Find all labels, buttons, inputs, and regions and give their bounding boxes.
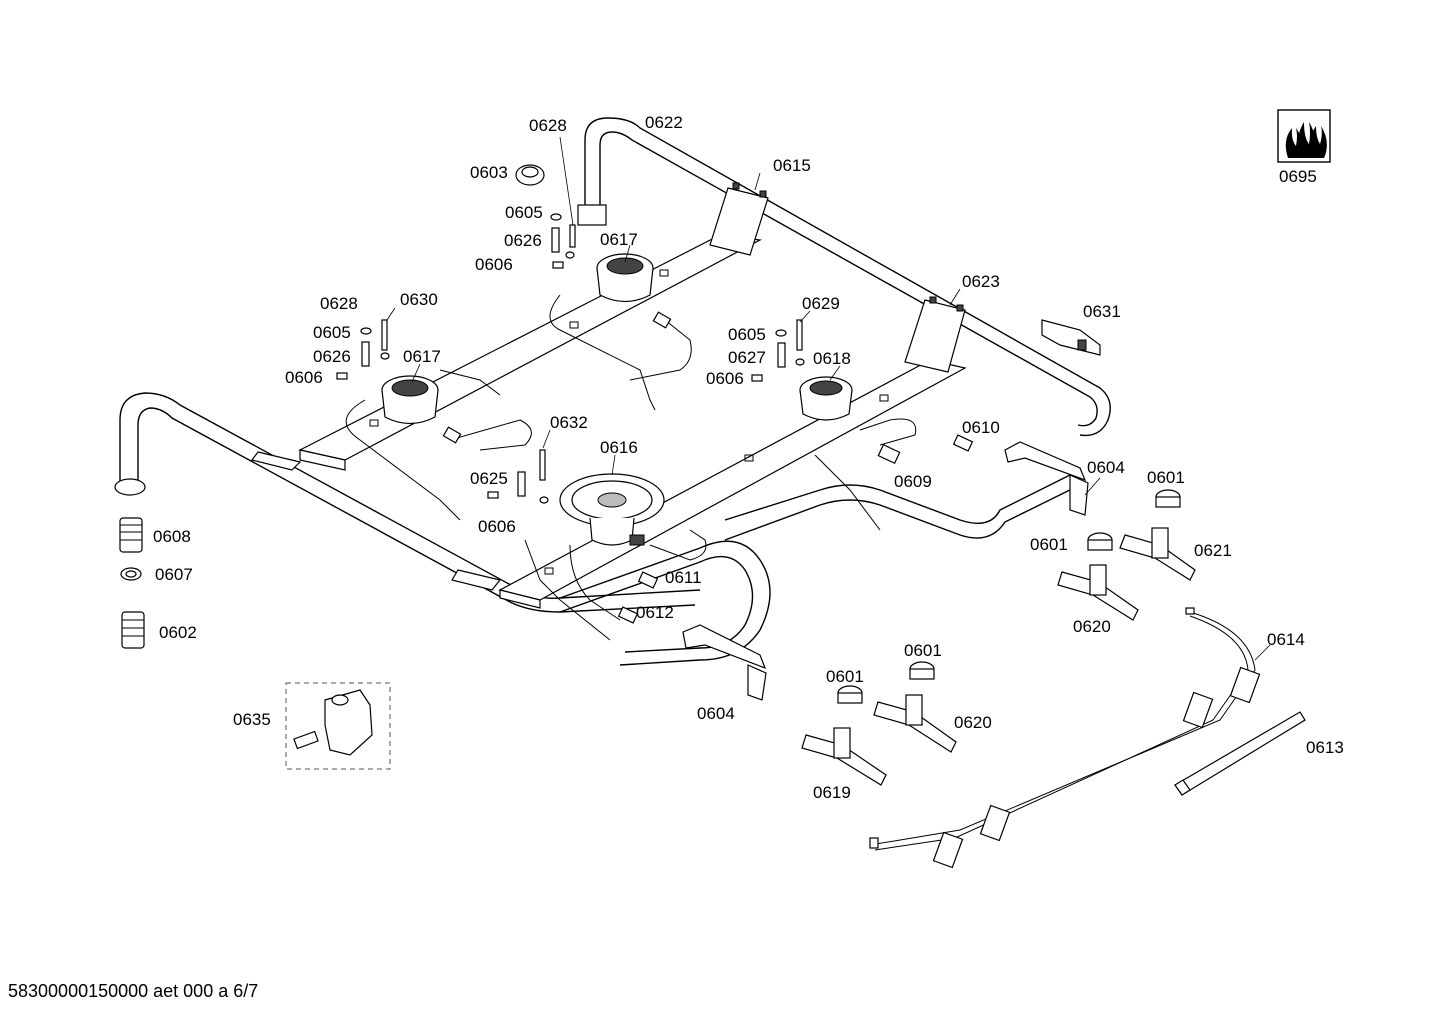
gas-tap-0620-left	[873, 694, 957, 753]
label-0632: 0632	[550, 413, 588, 432]
part-labels: 0628 0622 0603 0615 0605 0626 0617 0606 …	[153, 113, 1344, 802]
label-0629: 0629	[802, 294, 840, 313]
label-0608: 0608	[153, 527, 191, 546]
thermocouple-wires	[345, 294, 917, 641]
burner-0616-wok	[559, 473, 665, 546]
bracket-0631	[1041, 319, 1101, 356]
mounting-bracket-0604-right	[1004, 441, 1089, 516]
label-0609: 0609	[894, 472, 932, 491]
label-0605: 0605	[313, 323, 351, 342]
gas-flames-icon	[1277, 109, 1331, 163]
label-0601: 0601	[1030, 535, 1068, 554]
ignition-harness-0614	[869, 607, 1261, 869]
gas-tap-0620-right	[1057, 564, 1139, 621]
burner-0618	[799, 376, 853, 421]
label-0625: 0625	[470, 469, 508, 488]
label-0601: 0601	[904, 641, 942, 660]
label-0695: 0695	[1279, 167, 1317, 186]
label-0635: 0635	[233, 710, 271, 729]
label-0606: 0606	[475, 255, 513, 274]
label-0626: 0626	[504, 231, 542, 250]
label-0616: 0616	[600, 438, 638, 457]
label-0606: 0606	[285, 368, 323, 387]
label-0626: 0626	[313, 347, 351, 366]
label-0611: 0611	[665, 568, 702, 587]
label-0628: 0628	[320, 294, 358, 313]
gas-manifold-pipe	[114, 117, 1111, 666]
label-0617: 0617	[403, 347, 441, 366]
leader-lines	[386, 136, 1271, 661]
label-0604: 0604	[697, 704, 735, 723]
label-0612: 0612	[636, 603, 674, 622]
label-0610: 0610	[962, 418, 1000, 437]
rail-end-clip	[250, 451, 502, 591]
label-0602: 0602	[159, 623, 197, 642]
label-0628: 0628	[529, 116, 567, 135]
label-0605: 0605	[728, 325, 766, 344]
label-0604: 0604	[1087, 458, 1125, 477]
label-0606: 0606	[706, 369, 744, 388]
mounting-bracket-0604-left	[682, 624, 767, 701]
washer-0607	[120, 567, 142, 581]
fitting-0602	[121, 611, 145, 649]
label-0627: 0627	[728, 348, 766, 367]
valve-0635-box	[285, 682, 391, 770]
label-0620: 0620	[954, 713, 992, 732]
label-0605: 0605	[505, 203, 543, 222]
gas-tap-0619	[801, 727, 887, 786]
fitting-0608	[119, 517, 143, 553]
label-0613: 0613	[1306, 738, 1344, 757]
label-0617: 0617	[600, 230, 638, 249]
electrode-parts	[336, 164, 805, 504]
gas-tap-0621	[1119, 527, 1196, 581]
label-0623: 0623	[962, 272, 1000, 291]
label-0618: 0618	[813, 349, 851, 368]
label-0615: 0615	[773, 156, 811, 175]
label-0601: 0601	[1147, 468, 1185, 487]
label-0631: 0631	[1083, 302, 1121, 321]
drawing-reference-code: 58300000150000 aet 000 a 6/7	[8, 981, 259, 1001]
trim-bar-0613	[1174, 711, 1306, 796]
label-0607: 0607	[155, 565, 193, 584]
pipe-connector	[442, 311, 974, 624]
label-0601: 0601	[826, 667, 864, 686]
nozzle-ring-0601	[837, 489, 1181, 704]
label-0603: 0603	[470, 163, 508, 182]
label-0614: 0614	[1267, 630, 1305, 649]
label-0620: 0620	[1073, 617, 1111, 636]
label-0621: 0621	[1194, 541, 1232, 560]
burner-0617-top	[596, 253, 654, 303]
label-0622: 0622	[645, 113, 683, 132]
burner-0617-left	[381, 375, 439, 425]
label-0619: 0619	[813, 783, 851, 802]
label-0630: 0630	[400, 290, 438, 309]
label-0606: 0606	[478, 517, 516, 536]
